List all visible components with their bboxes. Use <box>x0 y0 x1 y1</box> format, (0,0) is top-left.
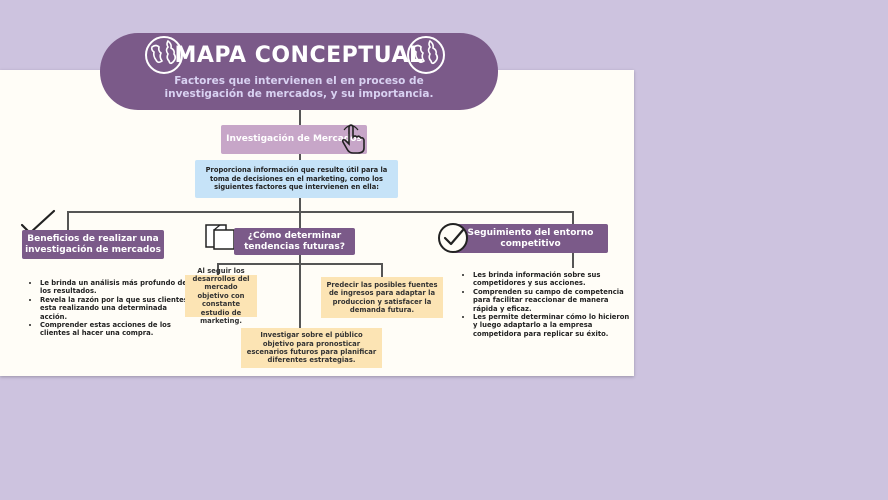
list-item: Le brinda un análisis más profundo de lo… <box>40 279 188 296</box>
connector-hbar <box>67 211 574 213</box>
benefits-list: Le brinda un análisis más profundo de lo… <box>29 279 188 338</box>
connector-competition-list <box>572 252 574 268</box>
connector-trends-down <box>299 254 301 329</box>
connector-banner-root <box>299 108 301 126</box>
globe-icon <box>407 36 445 74</box>
trends-box: Al seguir los desarrollos del mercado ob… <box>185 267 257 325</box>
list-item: Revela la razón por la que sus clientes … <box>40 296 188 321</box>
connector-y2 <box>381 263 383 278</box>
connector-benefits <box>67 211 69 231</box>
page-subtitle: Factores que intervienen el en proceso d… <box>164 75 434 100</box>
list-item: Les brinda información sobre sus competi… <box>473 271 631 288</box>
trends-box: Investigar sobre el público objetivo par… <box>241 328 382 368</box>
slide-canvas <box>0 70 634 376</box>
connector-info-hbar <box>299 197 301 212</box>
connector-competition <box>572 211 574 225</box>
documents-icon <box>205 224 235 250</box>
competition-list: Les brinda información sobre sus competi… <box>462 271 631 338</box>
connector-y1 <box>217 263 219 276</box>
list-item: Comprender estas acciones de los cliente… <box>40 321 188 338</box>
trends-box: Predecir las posibles fuentes de ingreso… <box>321 277 443 318</box>
page-title: MAPA CONCEPTUAL <box>174 43 424 68</box>
benefits-node: Beneficios de realizar una investigación… <box>22 230 164 259</box>
competition-node: Seguimiento del entorno competitivo <box>453 224 608 253</box>
root-description: Proporciona información que resulte útil… <box>195 160 398 198</box>
globe-icon <box>145 36 183 74</box>
list-item: Les permite determinar cómo lo hicieron … <box>473 313 631 338</box>
pointer-hand-icon <box>341 124 365 154</box>
check-circle-icon <box>438 223 468 253</box>
title-banner: MAPA CONCEPTUAL Factores que intervienen… <box>100 33 498 110</box>
connector-trends-hbar <box>217 263 382 265</box>
connector-trends <box>299 211 301 229</box>
trends-node: ¿Cómo determinar tendencias futuras? <box>234 228 355 255</box>
list-item: Comprenden su campo de competencia para … <box>473 288 631 313</box>
connector-root-info <box>299 153 301 161</box>
